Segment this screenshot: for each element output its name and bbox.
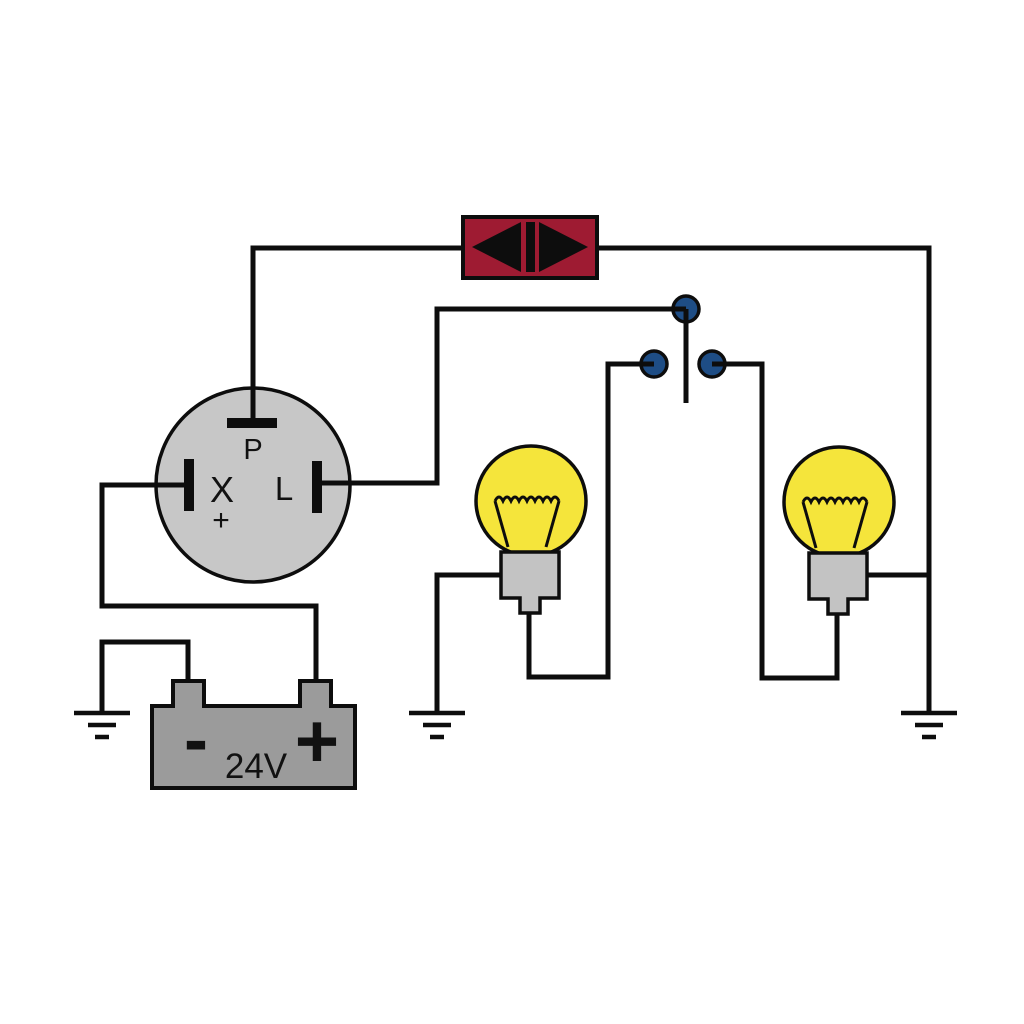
wire-switch-to-right-bulb [712, 361, 840, 681]
left-bulb-base [499, 550, 561, 615]
relay-terminal-x-bar [184, 459, 194, 511]
relay-terminal-p-bar [227, 418, 277, 428]
ground-symbols [74, 710, 957, 740]
wires [99, 245, 932, 714]
indicator-center-bar-icon [526, 222, 535, 272]
wire-indicator-to-right-ground [597, 245, 932, 714]
wire-relay-p-to-indicator [250, 245, 463, 426]
right-bulb-filament-left [801, 501, 818, 549]
wire-battery-negative-to-ground [99, 639, 191, 714]
left-bulb [474, 444, 588, 615]
wire-left-bulb-to-ground [434, 572, 503, 714]
right-bulb-filament-right [852, 501, 869, 549]
relay-terminal-p-label: P [243, 434, 262, 466]
right-bulb [782, 445, 896, 616]
wire-relay-l-to-switch [318, 306, 686, 486]
right-bulb-base [807, 551, 869, 616]
left-bulb-filament-wave [493, 495, 561, 505]
battery-positive-label: + [295, 699, 339, 784]
wire-relay-x-to-battery-positive [99, 482, 319, 683]
right-bulb-glass-icon [782, 445, 896, 559]
wire-switch-to-left-bulb [526, 361, 654, 680]
left-bulb-filament-right [544, 500, 561, 548]
battery-voltage-label: 24V [225, 747, 288, 786]
ground-symbol-right [901, 710, 957, 740]
indicator-right-arrow-icon [539, 222, 588, 272]
ground-symbol-middle [409, 710, 465, 740]
left-bulb-glass-icon [474, 444, 588, 558]
flasher-relay: P X L + [184, 418, 322, 537]
indicator-lamp [461, 215, 599, 280]
battery: - + 24V [150, 679, 357, 790]
relay-terminal-l-bar [312, 461, 322, 513]
battery-negative-label: - [184, 700, 208, 780]
indicator-left-arrow-icon [472, 222, 521, 272]
relay-terminal-x-label: X [210, 469, 234, 510]
ground-symbol-left [74, 710, 130, 740]
battery-body [150, 679, 357, 790]
left-bulb-filament-left [493, 500, 510, 548]
relay-plus-label: + [212, 504, 230, 537]
relay-terminal-l-label: L [275, 470, 293, 507]
right-bulb-filament-wave [801, 496, 869, 506]
